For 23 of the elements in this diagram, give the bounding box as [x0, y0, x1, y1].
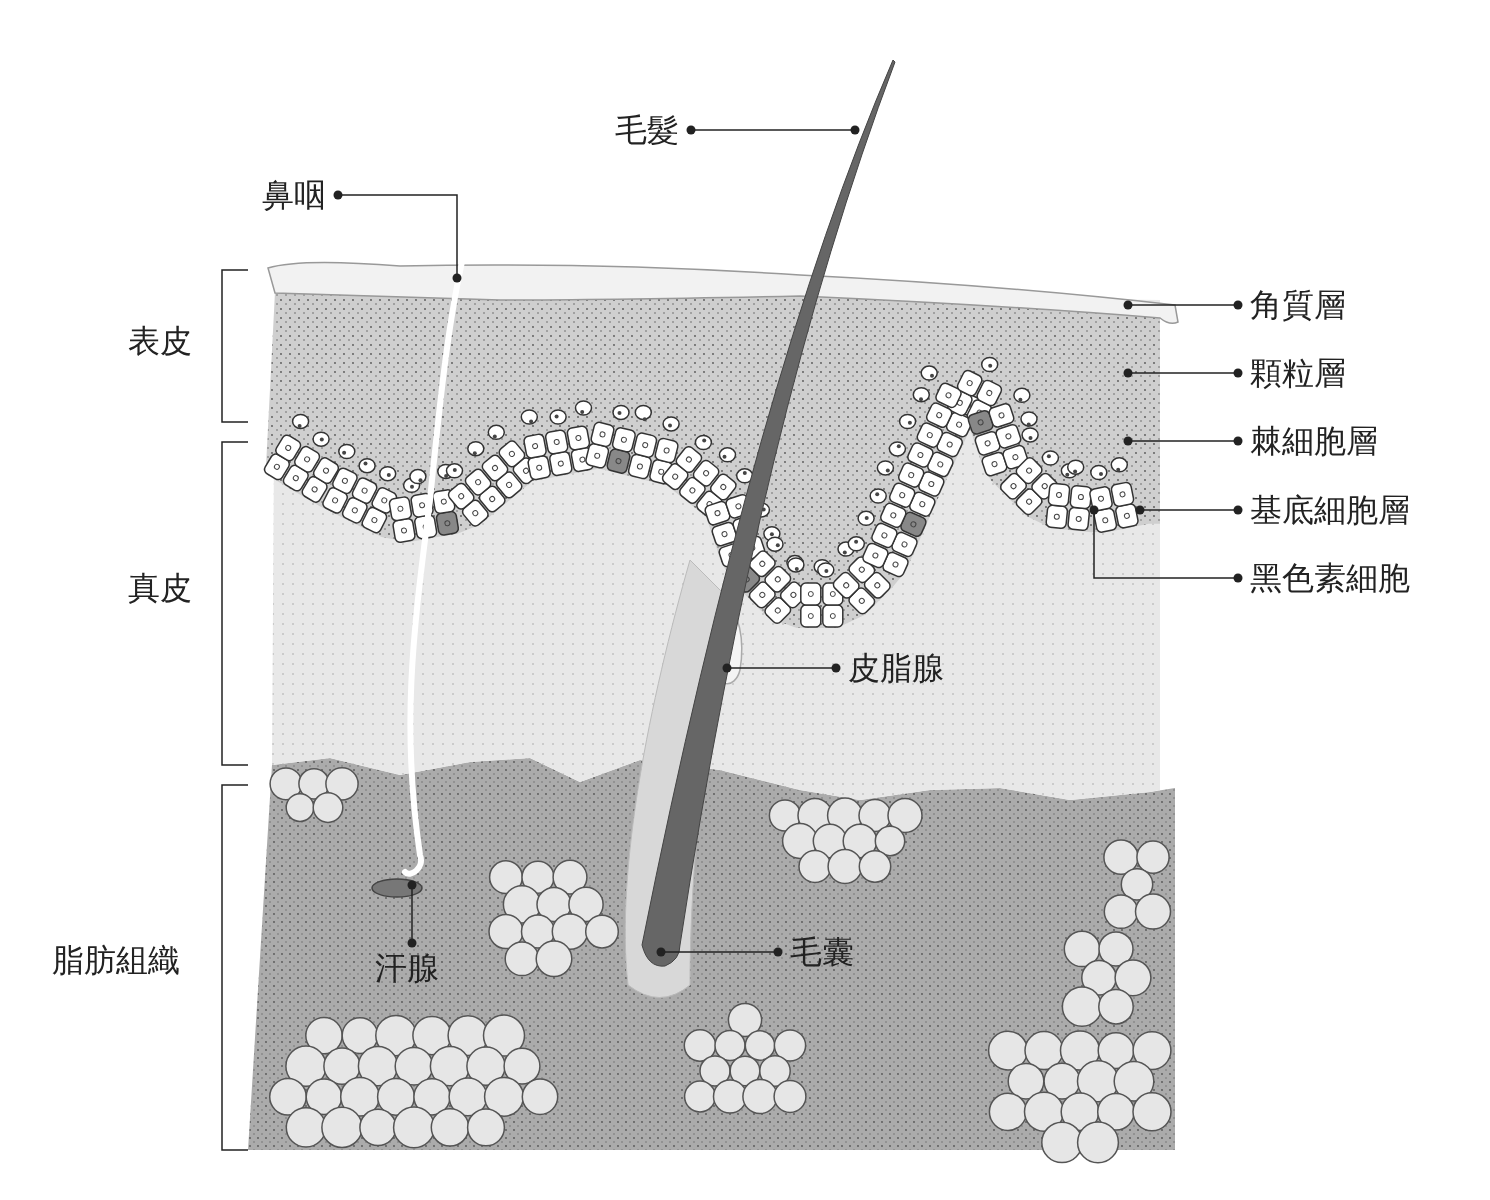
- callout-label: 顆粒層: [1238, 348, 1358, 398]
- layer-label: 真皮: [128, 569, 192, 607]
- callout-label: 皮脂腺: [836, 643, 956, 693]
- leader-line: [656, 947, 783, 957]
- leader-line: [407, 880, 417, 948]
- callout-label: 汗腺: [363, 943, 451, 993]
- callout-label: 棘細胞層: [1238, 416, 1390, 466]
- callout-label: 毛囊: [778, 927, 866, 977]
- leader-line: [1123, 436, 1243, 446]
- leader-line: [1123, 368, 1243, 378]
- leader-line: [333, 190, 462, 283]
- callout-label: 毛髮: [603, 105, 691, 155]
- leader-line: [1123, 300, 1243, 310]
- layer-label: 表皮: [128, 322, 192, 360]
- callout-label: 鼻咽: [250, 170, 338, 220]
- layer-label: 脂肪組織: [52, 941, 180, 979]
- leader-line: [1135, 505, 1243, 515]
- callout-label: 基底細胞層: [1238, 485, 1422, 535]
- leader-line: [686, 125, 860, 135]
- leader-line: [1089, 505, 1243, 583]
- callout-label: 角質層: [1238, 280, 1358, 330]
- callout-label: 黑色素細胞: [1238, 553, 1422, 603]
- leader-line: [722, 663, 841, 673]
